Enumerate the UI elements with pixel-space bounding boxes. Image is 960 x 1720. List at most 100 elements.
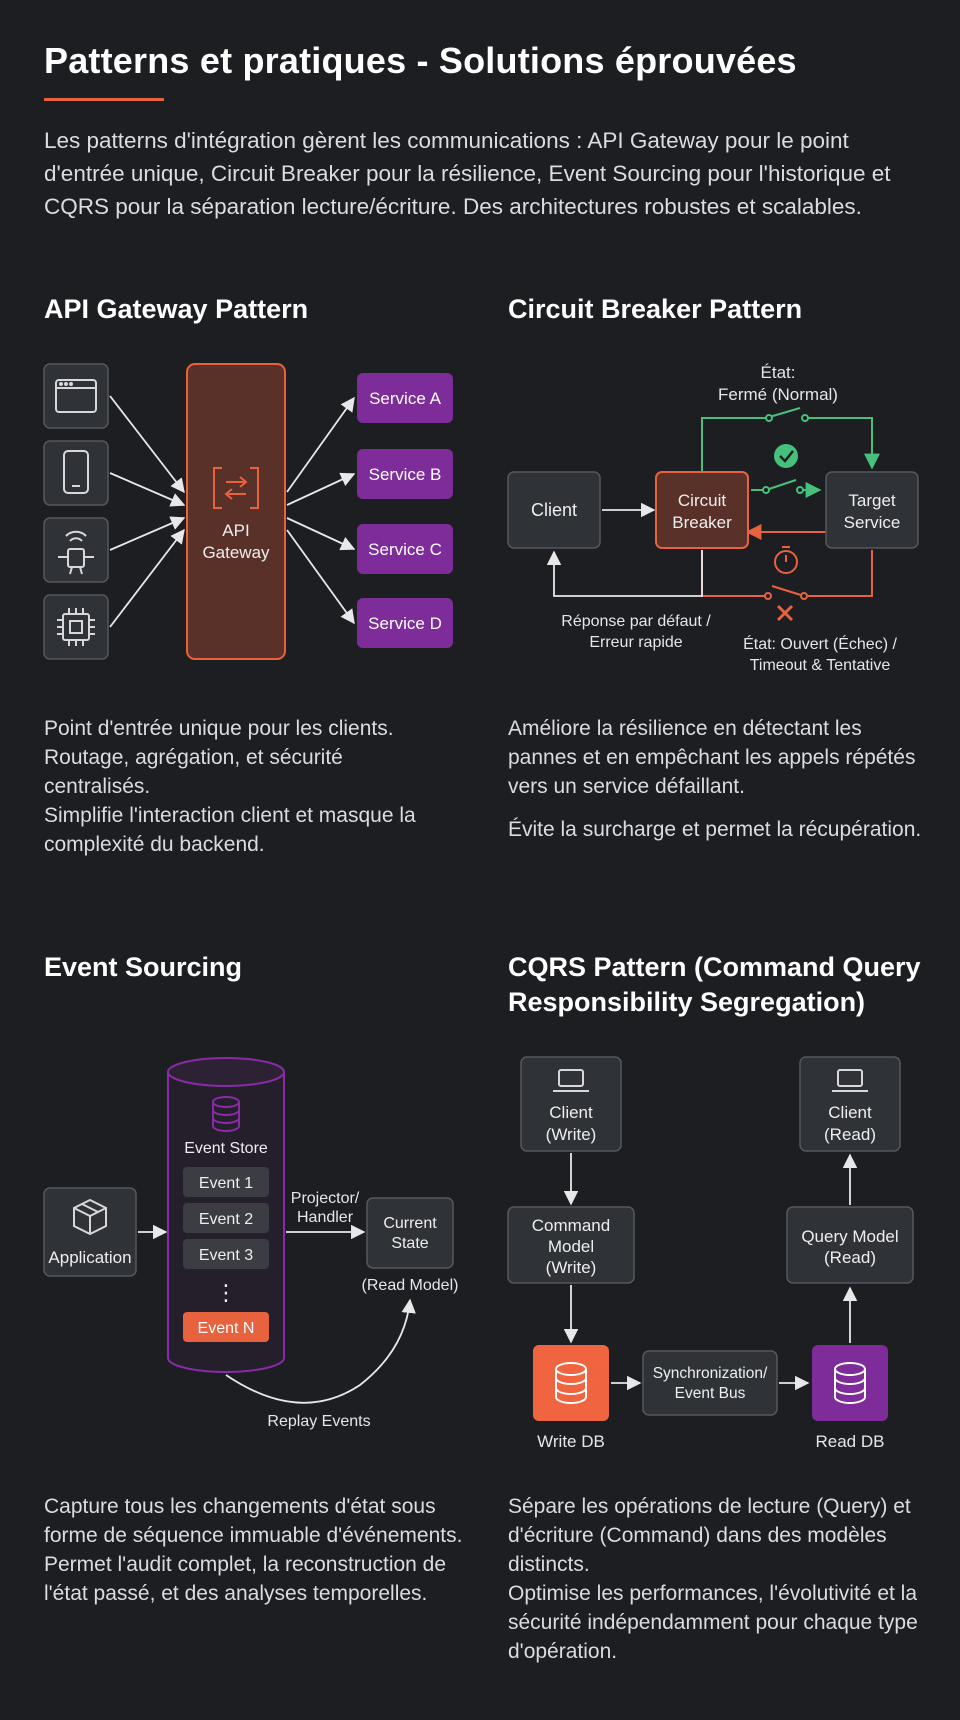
state-label-2: State	[391, 1235, 428, 1252]
target-label-2: Service	[844, 513, 901, 532]
title-underline	[44, 98, 164, 101]
client-iot	[43, 517, 109, 583]
client-write-label-1: Client	[549, 1103, 593, 1122]
event-ellipsis: ⋮	[215, 1280, 237, 1305]
event-sourcing-desc-2: Permet l'audit complet, la reconstructio…	[44, 1553, 447, 1605]
state-open-label-2: Timeout & Tentative	[750, 657, 891, 674]
replay-label: Replay Events	[267, 1413, 370, 1430]
client-arrows	[109, 395, 186, 628]
fallback-label-2: Erreur rapide	[589, 634, 682, 651]
client-mobile	[43, 440, 109, 506]
cqrs-title: CQRS Pattern (Command Query Responsibili…	[508, 952, 921, 1017]
api-gateway-description: Point d'entrée unique pour les clients. …	[44, 714, 454, 859]
query-label-1: Query Model	[801, 1227, 898, 1246]
event-2-label: Event 2	[199, 1211, 253, 1228]
cqrs-desc-2: Optimise les performances, l'évolutivité…	[508, 1582, 918, 1663]
client-write-label-2: (Write)	[546, 1125, 597, 1144]
service-arrows	[286, 396, 356, 625]
database-icon	[834, 1362, 866, 1404]
client-chip	[43, 594, 109, 660]
command-label-1: Command	[532, 1216, 610, 1235]
laptop-icon	[553, 1069, 589, 1092]
read-db-box	[812, 1345, 888, 1421]
client-read-label-1: Client	[828, 1103, 872, 1122]
event-store-label: Event Store	[184, 1140, 268, 1157]
event-sourcing-description: Capture tous les changements d'état sous…	[44, 1492, 464, 1608]
client-read-label-2: (Read)	[824, 1125, 876, 1144]
replay-arrow	[225, 1298, 416, 1404]
cross-icon	[776, 604, 794, 622]
projector-label-2: Handler	[297, 1209, 354, 1226]
state-open-label-1: État: Ouvert (Échec) /	[743, 634, 897, 653]
fallback-label-1: Réponse par défaut /	[561, 613, 711, 630]
target-label-1: Target	[848, 491, 896, 510]
command-label-3: (Write)	[546, 1258, 597, 1277]
browser-icon	[55, 379, 97, 413]
service-d-label: Service D	[368, 614, 442, 633]
circuit-breaker-desc-2: Évite la surcharge et permet la récupéra…	[508, 818, 922, 841]
event-1: Event 1	[183, 1167, 269, 1197]
circuit-breaker-description: Améliore la résilience en détectant les …	[508, 714, 928, 844]
service-b-label: Service B	[369, 465, 442, 484]
event-sourcing-title: Event Sourcing	[44, 952, 243, 982]
event-store-cylinder: Event Store Event 1 Event 2 Event 3 ⋮ Ev…	[167, 1057, 285, 1373]
cqrs-description: Sépare les opérations de lecture (Query)…	[508, 1492, 928, 1666]
projector-label-1: Projector/	[291, 1190, 360, 1207]
circuit-breaker-box: Circuit Breaker	[655, 471, 749, 549]
laptop-icon	[832, 1069, 868, 1092]
chip-icon	[57, 608, 95, 646]
cb-client-box: Client	[507, 471, 601, 549]
service-a-label: Service A	[369, 389, 441, 408]
timer-icon	[774, 546, 798, 574]
api-gateway-title: API Gateway Pattern	[44, 294, 309, 324]
query-label-2: (Read)	[824, 1248, 876, 1267]
api-gateway-desc-2: Simplifie l'interaction client et masque…	[44, 804, 416, 856]
service-c-label: Service C	[368, 540, 442, 559]
event-n: Event N	[183, 1312, 269, 1342]
intro-paragraph: Les patterns d'intégration gèrent les co…	[44, 128, 891, 219]
service-b-box: Service B	[357, 449, 453, 499]
iot-device-icon	[58, 530, 94, 575]
state-closed-label-1: État:	[761, 363, 796, 382]
event-3: Event 3	[183, 1239, 269, 1269]
target-service-box: Target Service	[825, 471, 919, 549]
state-closed-label-2: Fermé (Normal)	[718, 385, 838, 404]
write-db-box	[533, 1345, 609, 1421]
gateway-arrows-icon	[213, 467, 259, 509]
current-state-box: Current State	[366, 1197, 454, 1269]
circuit-breaker-title: Circuit Breaker Pattern	[508, 294, 803, 324]
mobile-phone-icon	[63, 450, 89, 494]
event-n-label: Event N	[198, 1320, 255, 1337]
page-title: Patterns et pratiques - Solutions éprouv…	[44, 40, 797, 81]
read-model-label: (Read Model)	[362, 1277, 459, 1294]
service-c-box: Service C	[357, 524, 453, 574]
cqrs-desc-1: Sépare les opérations de lecture (Query)…	[508, 1495, 911, 1576]
event-3-label: Event 3	[199, 1247, 253, 1264]
application-label: Application	[48, 1248, 131, 1267]
event-sourcing-diagram: Application Event Store Event 1	[43, 1057, 459, 1430]
write-db-label: Write DB	[537, 1432, 605, 1451]
client-read-box: Client (Read)	[799, 1056, 901, 1152]
sync-bus-box: Synchronization/ Event Bus	[642, 1350, 778, 1416]
query-model-box: Query Model (Read)	[786, 1206, 914, 1284]
command-model-box: Command Model (Write)	[507, 1206, 635, 1284]
event-sourcing-desc-1: Capture tous les changements d'état sous…	[44, 1495, 463, 1547]
fallback-arrow	[546, 550, 703, 597]
event-1-label: Event 1	[199, 1175, 253, 1192]
database-icon	[212, 1096, 240, 1132]
service-d-box: Service D	[357, 598, 453, 648]
breaker-label-1: Circuit	[678, 491, 726, 510]
api-gateway-desc-1: Point d'entrée unique pour les clients. …	[44, 717, 394, 798]
client-write-box: Client (Write)	[520, 1056, 622, 1152]
circuit-breaker-diagram: État: Fermé (Normal)	[507, 363, 919, 674]
package-icon	[73, 1198, 107, 1236]
read-db-label: Read DB	[816, 1432, 885, 1451]
cb-client-label: Client	[531, 500, 577, 520]
closed-path	[701, 407, 880, 498]
state-label-1: Current	[383, 1215, 437, 1232]
command-label-2: Model	[548, 1237, 594, 1256]
cqrs-diagram: Client (Write) Command Model (Write)	[507, 1056, 914, 1451]
event-2: Event 2	[183, 1203, 269, 1233]
